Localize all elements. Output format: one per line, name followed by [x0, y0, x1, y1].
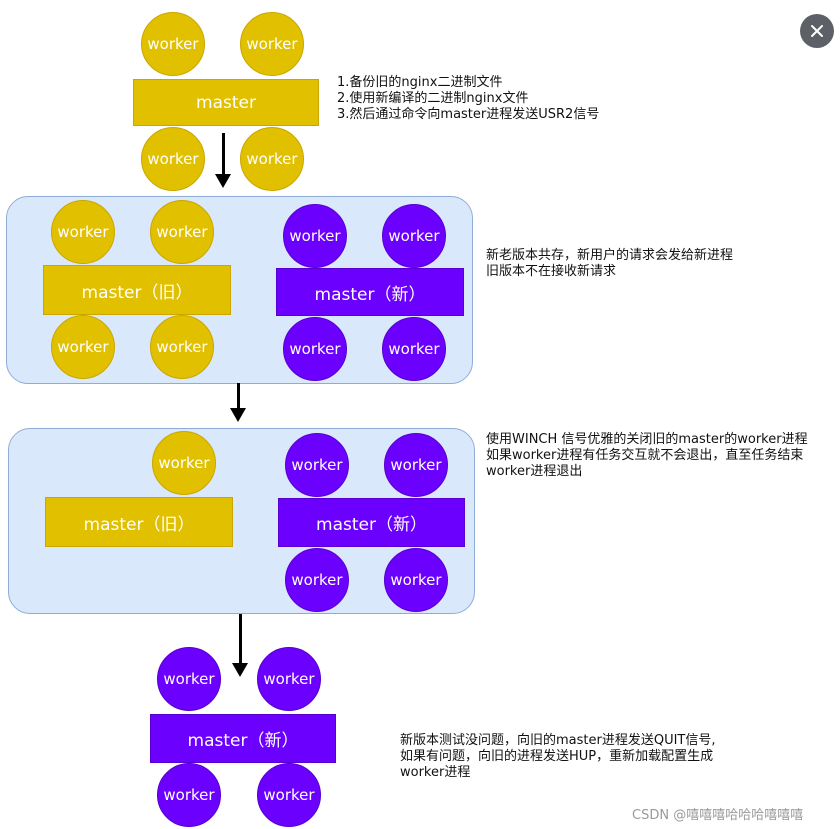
- close-icon: [811, 25, 823, 37]
- worker-node: worker: [157, 647, 221, 711]
- stage4-notes: 新版本测试没问题，向旧的master进程发送QUIT信号, 如果有问题，向旧的进…: [400, 733, 716, 781]
- worker-node: worker: [382, 204, 446, 268]
- note-line: worker进程: [400, 765, 471, 780]
- watermark: CSDN @嘻嘻嘻哈哈哈嘻嘻嘻: [632, 808, 804, 823]
- master-new-node: master（新）: [278, 498, 465, 547]
- note-line: 如果有问题，向旧的进程发送HUP，重新加载配置生成: [400, 749, 714, 764]
- worker-node: worker: [285, 433, 349, 497]
- worker-node: worker: [240, 127, 304, 191]
- note-line: 2.使用新编译的二进制nginx文件: [337, 91, 529, 106]
- worker-node: worker: [257, 647, 321, 711]
- master-node: master: [133, 79, 319, 126]
- worker-node: worker: [51, 200, 115, 264]
- note-line: 3.然后通过命令向master进程发送USR2信号: [337, 107, 600, 122]
- note-line: 如果worker进程有任务交互就不会退出，直至任务结束: [486, 448, 804, 463]
- worker-node: worker: [283, 317, 347, 381]
- stage3-notes: 使用WINCH 信号优雅的关闭旧的master的worker进程 如果worke…: [486, 432, 808, 480]
- worker-node: worker: [152, 431, 216, 495]
- note-line: 旧版本不在接收新请求: [486, 264, 617, 279]
- stage2-notes: 新老版本共存，新用户的请求会发给新进程 旧版本不在接收新请求: [486, 248, 733, 280]
- note-line: 1.备份旧的nginx二进制文件: [337, 75, 503, 90]
- note-line: 新老版本共存，新用户的请求会发给新进程: [486, 248, 734, 263]
- worker-node: worker: [240, 12, 304, 76]
- master-new-node: master（新）: [150, 714, 336, 763]
- note-line: worker进程退出: [486, 464, 583, 479]
- worker-node: worker: [150, 315, 214, 379]
- worker-node: worker: [283, 204, 347, 268]
- worker-node: worker: [382, 317, 446, 381]
- master-old-node: master（旧）: [45, 497, 233, 547]
- worker-node: worker: [257, 763, 321, 827]
- stage1-notes: 1.备份旧的nginx二进制文件 2.使用新编译的二进制nginx文件 3.然后…: [337, 75, 599, 123]
- worker-node: worker: [150, 200, 214, 264]
- master-new-node: master（新）: [276, 268, 464, 316]
- note-line: 新版本测试没问题，向旧的master进程发送QUIT信号,: [400, 733, 716, 748]
- worker-node: worker: [157, 763, 221, 827]
- note-line: 使用WINCH 信号优雅的关闭旧的master的worker进程: [486, 432, 808, 447]
- worker-node: worker: [285, 548, 349, 612]
- worker-node: worker: [51, 315, 115, 379]
- close-button[interactable]: [800, 14, 834, 48]
- worker-node: worker: [384, 548, 448, 612]
- worker-node: worker: [384, 433, 448, 497]
- worker-node: worker: [141, 12, 205, 76]
- master-old-node: master（旧）: [43, 265, 231, 315]
- worker-node: worker: [141, 127, 205, 191]
